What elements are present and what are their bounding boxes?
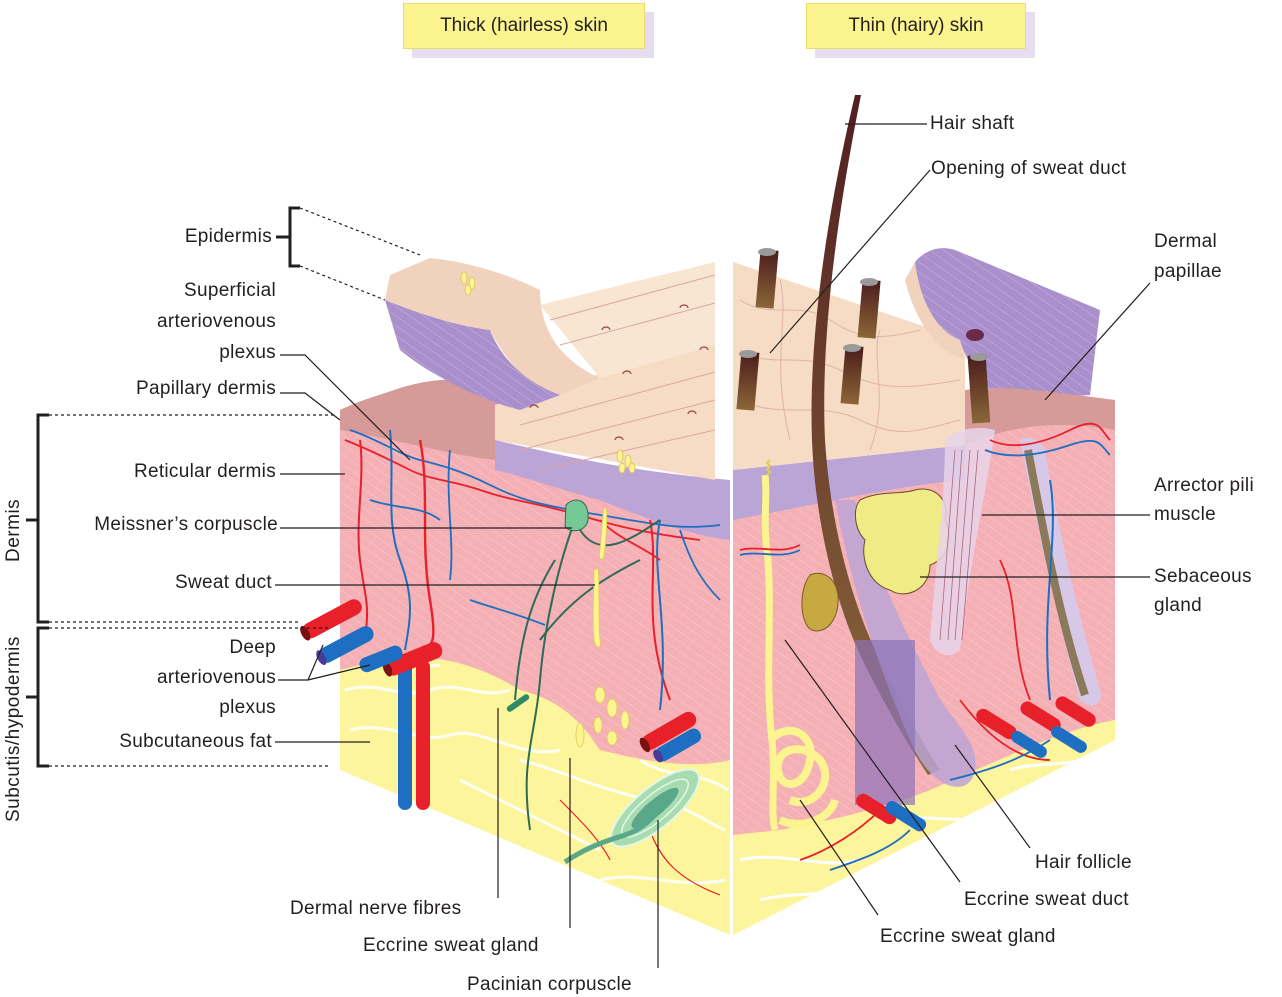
label-reticular-dermis: Reticular dermis — [133, 461, 276, 482]
label-eccrine-sweat-duct: Eccrine sweat duct — [964, 889, 1129, 910]
pacinian-corpuscle — [563, 768, 701, 865]
label-hair-follicle: Hair follicle — [1035, 852, 1132, 873]
dermal-nerve-fibres — [514, 519, 661, 831]
eccrine-sweat-duct — [761, 474, 779, 831]
leader-lines — [26, 123, 1151, 968]
label-deep-plexus-2: arteriovenous — [156, 667, 276, 688]
thin-skin-title: Thin (hairy) skin — [806, 3, 1026, 49]
label-arrector-pili-1: Arrector pili — [1154, 475, 1254, 496]
label-deep-plexus-3: plexus — [219, 697, 276, 718]
label-sebaceous-2: gland — [1154, 595, 1202, 616]
label-superficial-plexus-3: plexus — [219, 342, 276, 363]
label-hair-shaft: Hair shaft — [930, 113, 1015, 134]
thin-skin-block — [733, 95, 1115, 935]
thin-deep-plexus — [856, 696, 1096, 832]
thick-skin-title: Thick (hairless) skin — [403, 3, 645, 49]
thick-sweat-duct-gland — [575, 507, 630, 748]
eccrine-sweat-gland-coil — [767, 726, 839, 828]
label-pacinian-corpuscle: Pacinian corpuscle — [467, 974, 632, 995]
deep-arteriovenous-plexus — [300, 599, 702, 810]
label-superficial-plexus-1: Superficial — [183, 280, 276, 301]
label-papillary-dermis: Papillary dermis — [136, 378, 276, 399]
label-eccrine-sweat-gland-right: Eccrine sweat gland — [880, 926, 1056, 947]
label-eccrine-sweat-gland-left: Eccrine sweat gland — [363, 935, 539, 956]
label-epidermis: Epidermis — [184, 226, 272, 247]
label-sebaceous-1: Sebaceous — [1154, 566, 1252, 587]
label-arrector-pili-2: muscle — [1154, 504, 1216, 525]
label-subcutis-layer: Subcutis/hypodermis — [3, 636, 24, 822]
papillary-dermis-region — [340, 379, 500, 460]
meissners-corpuscle — [564, 499, 589, 532]
label-sweat-duct: Sweat duct — [175, 572, 272, 593]
thick-skin-block — [300, 258, 730, 935]
label-subcutaneous-fat: Subcutaneous fat — [119, 731, 272, 752]
label-dermal-papillae-1: Dermal — [1154, 231, 1218, 252]
hair-stubs — [736, 248, 991, 424]
sebaceous-gland — [854, 488, 950, 595]
label-dermal-nerve-fibres: Dermal nerve fibres — [290, 898, 462, 919]
label-meissners-corpuscle: Meissner’s corpuscle — [94, 514, 278, 535]
peeled-epidermis-flap — [385, 258, 600, 395]
hair-shaft — [811, 95, 940, 775]
label-dermis-layer: Dermis — [3, 498, 24, 562]
label-opening-sweat-duct: Opening of sweat duct — [931, 158, 1127, 179]
label-dermal-papillae-2: papillae — [1154, 261, 1222, 282]
label-deep-plexus-1: Deep — [229, 637, 276, 658]
label-superficial-plexus-2: arteriovenous — [156, 311, 276, 332]
